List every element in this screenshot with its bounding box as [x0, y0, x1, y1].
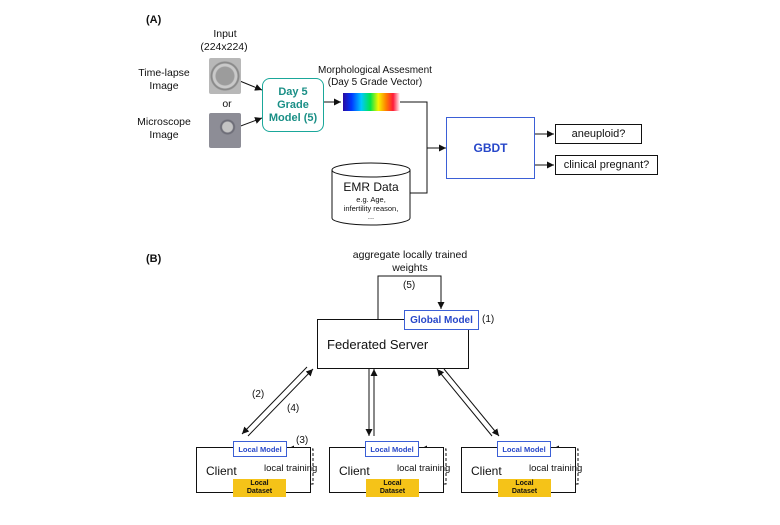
step-1-label: (1)	[482, 314, 495, 325]
emr-database-icon	[331, 162, 411, 226]
timelapse-embryo-image	[209, 58, 241, 94]
input-title: Input	[213, 28, 237, 40]
output-aneuploid-box: aneuploid?	[555, 124, 642, 144]
grade-vector-bar	[343, 93, 400, 111]
day5-grade-model-box: Day 5 Grade Model (5)	[262, 78, 324, 132]
gbdt-label: GBDT	[473, 141, 508, 155]
microscope-label-line2: Image	[149, 129, 179, 141]
day5-model-line2: Grade	[277, 98, 309, 111]
step-4-label: (4)	[287, 403, 300, 414]
local-dataset-3-line1: Local	[515, 480, 534, 487]
local-model-label-2: Local Model	[370, 444, 414, 454]
emr-sub-line3: ...	[367, 212, 375, 221]
arrow-server-to-client1	[241, 366, 308, 435]
arrow-client3-to-server	[436, 368, 493, 437]
arrow-aggregate-loop	[377, 275, 445, 319]
morph-title-line1: Morphological Assesment	[318, 65, 432, 76]
federated-server-label: Federated Server	[327, 337, 429, 352]
step-5-label: (5)	[403, 280, 416, 291]
panel-a-label: (A)	[146, 14, 162, 26]
aggregate-label-line1: aggregate locally trained	[352, 249, 468, 261]
local-dataset-1-line2: Dataset	[246, 488, 273, 495]
microscope-embryo-image	[209, 113, 241, 148]
local-model-label-3: Local Model	[502, 444, 546, 454]
timelapse-label-line1: Time-lapse	[138, 67, 190, 79]
local-dataset-3-line2: Dataset	[511, 488, 538, 495]
local-dataset-2-line2: Dataset	[379, 488, 406, 495]
morph-title-line2: (Day 5 Grade Vector)	[327, 77, 423, 88]
local-model-box-3: Local Model	[497, 441, 551, 457]
line-vector-to-join	[400, 101, 428, 148]
local-model-box-1: Local Model	[233, 441, 287, 457]
local-model-label-1: Local Model	[238, 444, 282, 454]
input-size: (224x224)	[200, 41, 248, 53]
client-label-1: Client	[206, 464, 237, 478]
local-training-label-3: local training	[529, 463, 583, 474]
output-pregnant-box: clinical pregnant?	[555, 155, 658, 175]
local-dataset-3: Local Dataset	[498, 479, 551, 497]
local-training-label-1: local training	[264, 463, 318, 474]
arrow-client1-to-server	[247, 368, 314, 437]
output-aneuploid-label: aneuploid?	[571, 128, 626, 140]
local-dataset-1-line1: Local	[250, 480, 269, 487]
local-dataset-1: Local Dataset	[233, 479, 286, 497]
client-label-3: Client	[471, 464, 502, 478]
line-emr-to-join	[410, 148, 428, 194]
timelapse-label-line2: Image	[149, 80, 179, 92]
panel-b-label: (B)	[146, 253, 162, 265]
day5-model-line3: Model (5)	[268, 111, 318, 124]
step-3-label: (3)	[296, 435, 309, 446]
emr-title: EMR Data	[343, 180, 399, 194]
day5-model-line1: Day 5	[278, 85, 308, 98]
local-dataset-2: Local Dataset	[366, 479, 419, 497]
arrow-server-to-client3	[443, 368, 500, 437]
or-label: or	[222, 98, 232, 110]
output-pregnant-label: clinical pregnant?	[563, 159, 650, 171]
global-model-box: Global Model	[404, 310, 479, 330]
emr-sub-line1: e.g. Age,	[356, 195, 386, 204]
step-2-label: (2)	[252, 389, 265, 400]
local-training-label-2: local training	[397, 463, 451, 474]
client-label-2: Client	[339, 464, 370, 478]
local-dataset-2-line1: Local	[383, 480, 402, 487]
global-model-label: Global Model	[410, 314, 473, 326]
microscope-label-line1: Microscope	[137, 116, 191, 128]
local-model-box-2: Local Model	[365, 441, 419, 457]
gbdt-box: GBDT	[446, 117, 535, 179]
emr-sub-line2: infertility reason,	[343, 204, 399, 213]
aggregate-label-line2: weights	[392, 262, 428, 274]
